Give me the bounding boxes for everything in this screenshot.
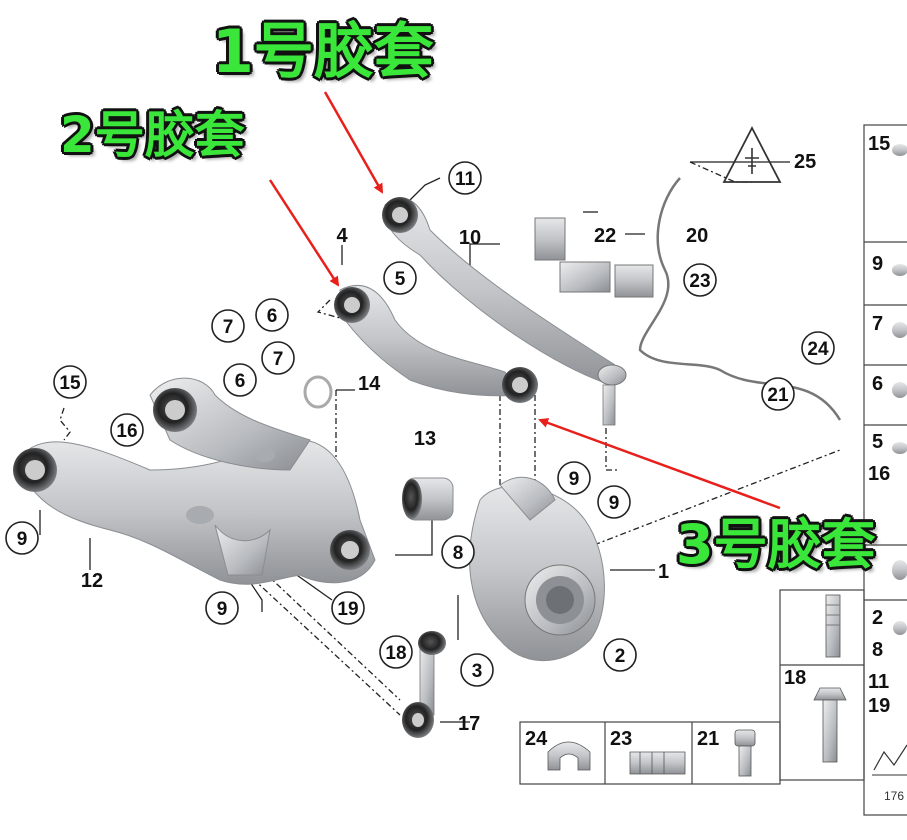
arrow-to-bushing-2: [268, 179, 340, 287]
label-7a: 7: [223, 317, 234, 338]
side-parts-panel: 15 9 7 6 5 16 2 8 11 19 18 176: [779, 124, 907, 816]
side-row-19: 19: [868, 695, 890, 717]
side-row-11: 11: [868, 671, 889, 693]
label-20: 20: [686, 225, 708, 247]
side-row-15: 15: [868, 133, 890, 155]
callout-bushing-2: 2号胶套: [60, 106, 245, 164]
bottom-cell-23: 23: [610, 728, 632, 750]
bushing-13: [402, 477, 454, 521]
plain-part-labels: 4 10 12 13 14 17 1 20 22 25: [81, 151, 816, 735]
flange-bolt-icon: [813, 687, 847, 763]
annotation-arrows: [268, 91, 781, 510]
electrical-warning-icon: [722, 126, 782, 183]
label-11: 11: [455, 169, 476, 190]
label-21: 21: [767, 385, 789, 406]
circled-part-labels: 11 5 6 7 7 6 15 16 9 9 19 9 9 8 18 3 2: [5, 161, 835, 687]
bottom-parts-panel: 24 23 21: [519, 721, 781, 785]
chart-thumbnail-icon: [872, 744, 907, 776]
socket-bolt-icon: [734, 729, 756, 777]
label-4: 4: [336, 225, 348, 247]
bracket-clip-icon: [629, 751, 686, 775]
wheel-carrier: [469, 476, 605, 662]
label-22: 22: [594, 225, 616, 247]
leader-lines: [39, 161, 841, 723]
label-9-left: 9: [17, 529, 28, 550]
upper-control-arm-2: [334, 284, 538, 403]
label-9-right: 9: [609, 493, 620, 514]
arrow-to-bushing-1: [323, 91, 384, 194]
callout-bushing-1: 1号胶套: [212, 17, 434, 87]
stabilizer-link: [402, 631, 446, 738]
label-10: 10: [459, 227, 481, 249]
bottom-cell-24: 24: [525, 728, 548, 750]
label-6a: 6: [267, 306, 278, 327]
side-panel-label-18: 18: [784, 667, 806, 689]
label-16: 16: [116, 421, 137, 442]
label-15: 15: [59, 373, 81, 394]
label-19: 19: [337, 599, 358, 620]
label-2: 2: [615, 646, 626, 667]
callout-bushing-3: 3号胶套: [676, 513, 876, 576]
side-row-6: 6: [872, 373, 883, 395]
label-8: 8: [453, 543, 464, 564]
label-5: 5: [395, 269, 406, 290]
ring-14: [303, 375, 333, 409]
label-1: 1: [658, 561, 669, 583]
label-6b: 6: [235, 371, 246, 392]
side-row-7: 7: [872, 313, 883, 335]
label-13: 13: [414, 428, 436, 450]
label-12: 12: [81, 570, 103, 592]
label-9-carrier: 9: [569, 469, 580, 490]
lower-control-arm: [13, 377, 376, 585]
upper-control-arm-1: [382, 197, 627, 426]
label-24: 24: [807, 339, 829, 360]
reference-number: 176: [884, 789, 904, 803]
side-row-5: 5: [872, 431, 883, 453]
label-9-bottom: 9: [217, 599, 228, 620]
bolt-icon: [825, 594, 841, 658]
label-14: 14: [358, 373, 381, 395]
arrow-to-bushing-3: [538, 418, 781, 510]
bottom-cell-21: 21: [697, 728, 719, 750]
label-23: 23: [689, 271, 710, 292]
label-25: 25: [794, 151, 816, 173]
side-row-8: 8: [872, 639, 883, 661]
label-18: 18: [385, 643, 406, 664]
side-row-2: 2: [872, 607, 883, 629]
wheel-speed-sensor-wiring: [534, 177, 842, 421]
side-row-16: 16: [868, 463, 890, 485]
clip-icon: [547, 741, 591, 771]
label-7b: 7: [273, 349, 284, 370]
side-row-9: 9: [872, 253, 883, 275]
label-3: 3: [472, 661, 483, 682]
label-17: 17: [458, 713, 480, 735]
